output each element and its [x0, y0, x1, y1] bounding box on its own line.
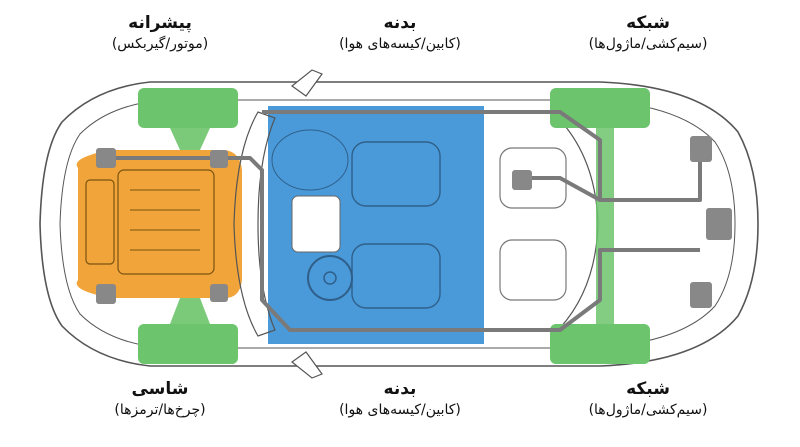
gearbox — [85, 179, 115, 265]
label-powertrain-subtitle: (موتور/گیربکس) — [111, 36, 209, 52]
label-body-top: بدنه (کابین/کیسه‌های هوا) — [300, 12, 500, 54]
label-network-top-title: شبکه — [626, 13, 670, 33]
module-front-right-top — [210, 150, 228, 168]
label-body-top-subtitle: (کابین/کیسه‌های هوا) — [339, 36, 461, 52]
label-network-top: شبکه (سیم‌کشی/ماژول‌ها) — [548, 12, 748, 54]
wiring-branch — [520, 176, 601, 202]
seat-rear-top — [499, 147, 567, 209]
label-powertrain-title: پیشرانه — [128, 13, 192, 33]
module-rear-mid — [706, 208, 732, 240]
module-cabin — [512, 170, 532, 190]
front-suspension-top — [170, 128, 210, 150]
car-outline — [39, 81, 759, 367]
module-rear-top — [690, 136, 712, 162]
label-body-bottom-subtitle: (کابین/کیسه‌های هوا) — [339, 402, 461, 418]
mirror-bottom — [291, 351, 323, 379]
airbag — [271, 129, 349, 191]
label-powertrain: پیشرانه (موتور/گیربکس) — [80, 12, 240, 54]
front-suspension-bottom — [170, 298, 210, 324]
label-body-top-title: بدنه — [383, 13, 417, 33]
label-chassis-title: شاسی — [131, 379, 189, 399]
wheel-rear-bottom — [550, 324, 650, 364]
rear-window — [559, 119, 599, 329]
label-network-bottom-subtitle: (سیم‌کشی/ماژول‌ها) — [588, 402, 708, 418]
module-front-top — [96, 148, 116, 168]
steering-wheel — [307, 255, 353, 301]
mirror-top — [291, 69, 323, 97]
label-chassis-subtitle: (چرخ‌ها/ترمزها) — [114, 402, 206, 418]
label-chassis: شاسی (چرخ‌ها/ترمزها) — [80, 378, 240, 420]
wiring-harness — [100, 156, 700, 332]
label-body-bottom-title: بدنه — [383, 379, 417, 399]
module-front-bottom — [96, 284, 116, 304]
wheel-rear-top — [550, 88, 650, 128]
module-front-right-bottom — [210, 284, 228, 302]
module-rear-bottom — [690, 282, 712, 308]
engine-block — [117, 169, 215, 275]
label-network-bottom-title: شبکه — [626, 379, 670, 399]
wheel-front-bottom — [138, 324, 238, 364]
seat-rear-bottom — [499, 239, 567, 301]
label-network-top-subtitle: (سیم‌کشی/ماژول‌ها) — [588, 36, 708, 52]
seat-front-top — [351, 141, 441, 207]
label-body-bottom: بدنه (کابین/کیسه‌های هوا) — [300, 378, 500, 420]
wheel-front-top — [138, 88, 238, 128]
center-console — [291, 195, 341, 253]
powertrain-zone — [76, 150, 243, 298]
label-network-bottom: شبکه (سیم‌کشی/ماژول‌ها) — [548, 378, 748, 420]
steering-hub — [323, 271, 337, 285]
